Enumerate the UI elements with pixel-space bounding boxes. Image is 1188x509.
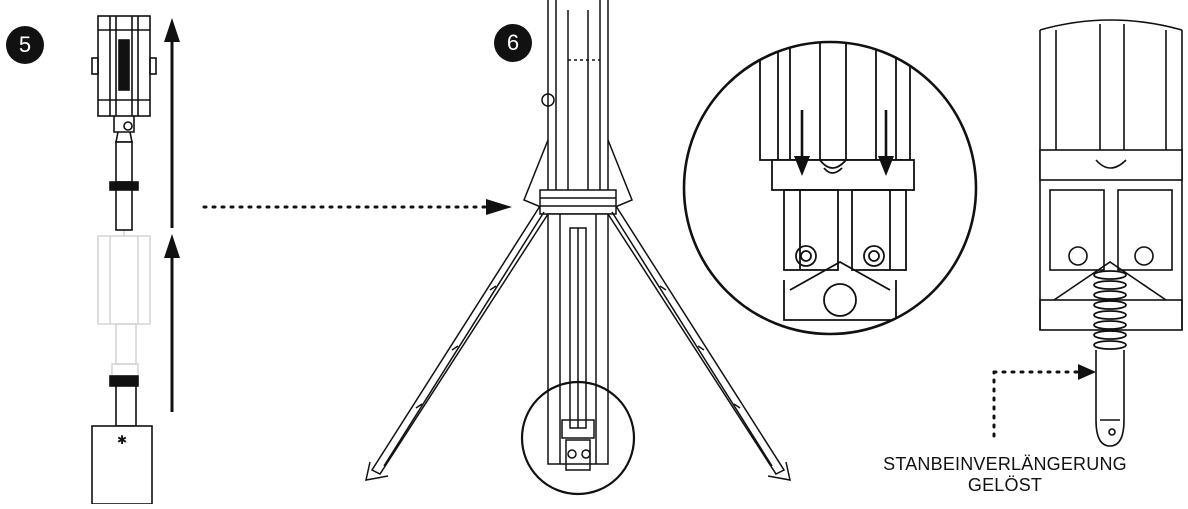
callout-line-2: GELÖST (967, 475, 1043, 495)
callout-line-1: STANBEINVERLÄNGERUNG (883, 454, 1127, 474)
step6-tripod-icon (365, 0, 791, 496)
step5-lift-head-icon (91, 15, 157, 143)
step5-arrow-up-icon (164, 18, 180, 412)
step-5-badge: 5 (6, 26, 44, 64)
callout-caption: STANBEINVERLÄNGERUNG GELÖST (830, 454, 1180, 496)
step5-tube-icon: ✱ (91, 141, 153, 505)
step6-arrow-down-icon (794, 110, 894, 176)
rod-thread (1093, 270, 1127, 350)
step5-ghost-assembly (97, 230, 151, 377)
detail-callout-circle (520, 380, 636, 496)
base-marking-icon: ✱ (117, 433, 127, 447)
callout-leader (992, 364, 1096, 438)
step-6-badge: 6 (494, 24, 532, 62)
step6-magnifier-circle-icon (682, 40, 978, 336)
step6-threaded-rod-icon (1039, 19, 1183, 447)
step5-to-step6-dotted-arrow (202, 199, 512, 215)
